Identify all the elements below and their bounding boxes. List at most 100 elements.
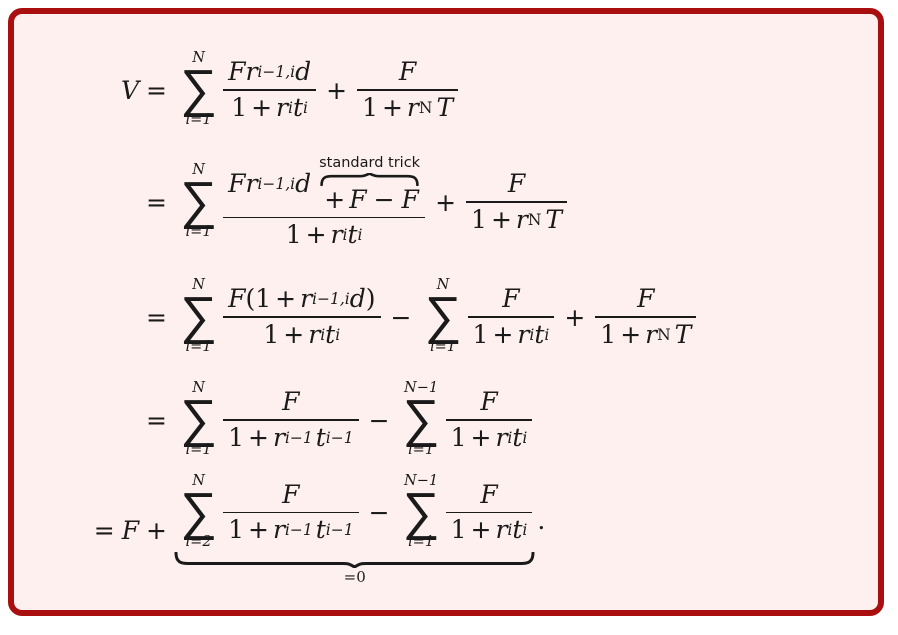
number-one: 1 bbox=[228, 422, 244, 452]
plus-sign: + bbox=[620, 319, 642, 349]
equation-line-5: = F + N ∑ i=2 F bbox=[24, 473, 546, 586]
fraction-bar bbox=[466, 201, 568, 203]
symbol-r: r bbox=[645, 319, 658, 349]
number-one: 1 bbox=[362, 92, 378, 122]
symbol-t: t bbox=[534, 319, 545, 349]
sum-upper-limit: N bbox=[192, 162, 205, 179]
symbol-r: r bbox=[245, 169, 258, 199]
symbol-T: T bbox=[436, 92, 454, 122]
plus-sign: + bbox=[470, 515, 492, 545]
sum-upper-limit: N bbox=[192, 380, 205, 397]
fraction-bar bbox=[223, 89, 317, 91]
fraction-bar bbox=[595, 316, 697, 318]
fraction-bar bbox=[223, 419, 359, 421]
symbol-F: F bbox=[480, 387, 498, 417]
plus-sign: + bbox=[251, 92, 273, 122]
symbol-t: t bbox=[512, 422, 523, 452]
symbol-V: V bbox=[120, 75, 140, 105]
fraction-bar bbox=[223, 216, 426, 219]
number-one: 1 bbox=[285, 220, 302, 250]
sigma-icon: ∑ bbox=[180, 481, 218, 542]
sum-lower-limit: i=1 bbox=[185, 111, 212, 128]
summation-operator: N ∑ i=1 bbox=[180, 162, 218, 241]
numerator: F bbox=[394, 58, 421, 89]
symbol-r: r bbox=[300, 284, 313, 314]
minus-sign: − bbox=[368, 497, 390, 527]
plus-sign: + bbox=[275, 284, 297, 314]
numerator: F bbox=[475, 388, 502, 419]
symbol-r: r bbox=[330, 220, 343, 250]
sum-lower-limit: i=1 bbox=[185, 223, 212, 240]
symbol-d: d bbox=[349, 284, 366, 314]
equals-sign: = bbox=[146, 405, 167, 435]
number-one: 1 bbox=[600, 319, 617, 349]
sigma-icon: ∑ bbox=[180, 389, 218, 450]
sum-upper-limit: N bbox=[192, 50, 205, 67]
equals-sign: = bbox=[146, 75, 167, 105]
line-2-lhs: = bbox=[24, 188, 174, 217]
sigma-icon: ∑ bbox=[180, 59, 218, 120]
sum-lower-limit: i=1 bbox=[408, 441, 435, 458]
fraction-bar bbox=[445, 511, 533, 514]
left-paren: ( bbox=[245, 284, 256, 314]
symbol-r: r bbox=[245, 57, 258, 87]
plus-sign: + bbox=[283, 319, 305, 349]
plus-sign: + bbox=[146, 515, 167, 545]
symbol-r: r bbox=[495, 422, 508, 452]
sigma-icon: ∑ bbox=[180, 171, 218, 232]
numerator: F bbox=[277, 388, 304, 419]
symbol-F: F bbox=[637, 284, 655, 314]
underbrace-icon bbox=[174, 552, 535, 569]
symbol-F: F bbox=[121, 515, 140, 545]
sigma-icon: ∑ bbox=[402, 481, 440, 542]
sum-upper-limit: N bbox=[192, 277, 205, 294]
symbol-F: F bbox=[228, 169, 246, 199]
overbrace-group: standard trick +F−F bbox=[319, 155, 420, 214]
equals-sign: = bbox=[146, 187, 167, 217]
minus-sign: − bbox=[368, 405, 390, 435]
plus-sign: + bbox=[305, 220, 327, 250]
minus-sign: − bbox=[373, 184, 395, 214]
equals-sign: = bbox=[146, 302, 167, 332]
plus-sign: + bbox=[470, 422, 492, 452]
plus-sign: + bbox=[381, 92, 403, 122]
numerator: F bbox=[497, 285, 524, 316]
plus-sign: + bbox=[247, 515, 269, 545]
symbol-r: r bbox=[495, 515, 508, 545]
number-one: 1 bbox=[472, 319, 489, 349]
symbol-r: r bbox=[406, 92, 419, 122]
symbol-r: r bbox=[515, 204, 528, 234]
symbol-F: F bbox=[228, 284, 246, 314]
symbol-F: F bbox=[282, 387, 300, 417]
sum-upper-limit: N bbox=[436, 277, 450, 294]
numerator: F bbox=[632, 285, 659, 316]
symbol-t: t bbox=[347, 220, 358, 250]
symbol-F: F bbox=[480, 479, 498, 509]
number-one: 1 bbox=[263, 319, 280, 349]
symbol-t: t bbox=[512, 515, 523, 545]
number-one: 1 bbox=[450, 422, 467, 452]
sum-lower-limit: i=1 bbox=[408, 534, 435, 551]
plus-sign: + bbox=[247, 422, 269, 452]
symbol-d: d bbox=[295, 169, 312, 199]
numerator: F bbox=[475, 479, 502, 512]
